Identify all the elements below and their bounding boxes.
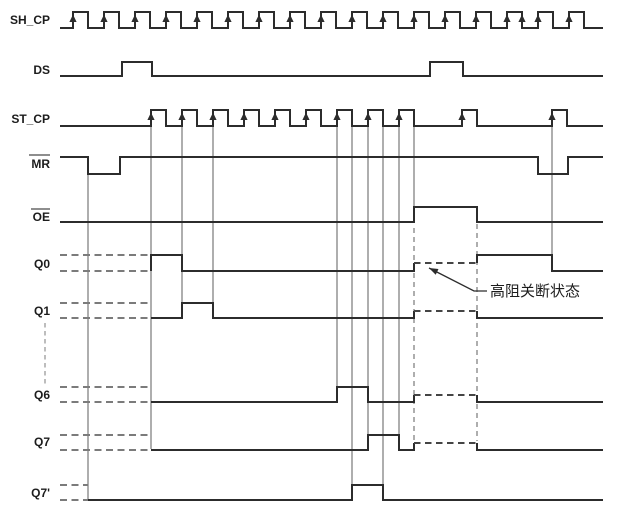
signal-row-mr: MR xyxy=(29,154,603,175)
waveform-q6-solid xyxy=(151,386,415,403)
signal-label-q7s: Q7' xyxy=(31,486,50,500)
signal-label-q6: Q6 xyxy=(34,388,50,402)
signal-row-q1: Q1 xyxy=(34,302,603,319)
rising-edge-arrow-icon xyxy=(441,14,449,22)
edge-connectors xyxy=(87,126,553,499)
signal-row-sh-cp: SH_CP xyxy=(10,11,603,29)
signal-row-oe: OE xyxy=(31,206,603,224)
signal-label-mr: MR xyxy=(31,157,50,171)
signal-row-q7: Q7 xyxy=(34,434,603,451)
rising-edge-arrow-icon xyxy=(131,14,139,22)
rising-edge-arrow-icon xyxy=(548,112,556,120)
signal-row-st-cp: ST_CP xyxy=(11,109,603,127)
signal-label-q7: Q7 xyxy=(34,435,50,449)
rising-edge-arrow-icon xyxy=(317,14,325,22)
rising-edge-arrow-icon xyxy=(534,14,542,22)
signal-row-ds: DS xyxy=(33,61,603,77)
waveform-q7s-solid xyxy=(88,484,603,501)
rising-edge-arrow-icon xyxy=(518,14,526,22)
signal-label-q1: Q1 xyxy=(34,304,50,318)
hiz-annotation: 高阻关断状态 xyxy=(428,267,580,300)
rising-edge-arrow-icon xyxy=(286,14,294,22)
rising-edge-arrow-icon xyxy=(379,14,387,22)
rising-edge-arrow-icon xyxy=(178,112,186,120)
hiz-annotation-label: 高阻关断状态 xyxy=(490,283,580,300)
waveform-q7-solid xyxy=(476,443,603,451)
rising-edge-arrow-icon xyxy=(364,112,372,120)
signal-row-q7s: Q7' xyxy=(31,484,603,501)
waveform-oe xyxy=(60,206,603,223)
signal-label-ds: DS xyxy=(33,63,50,77)
hiz-annotation-leader-line xyxy=(428,267,487,292)
signal-label-oe: OE xyxy=(33,210,50,224)
waveform-q7-solid xyxy=(151,434,415,451)
rising-edge-arrow-icon xyxy=(240,112,248,120)
signal-row-q6: Q6 xyxy=(34,386,603,403)
waveform-q1-solid xyxy=(476,311,603,319)
rising-edge-arrow-icon xyxy=(472,14,480,22)
rising-edge-arrow-icon xyxy=(69,14,77,22)
rising-edge-arrow-icon xyxy=(503,14,511,22)
rising-edge-arrow-icon xyxy=(147,112,155,120)
waveform-q1-solid xyxy=(151,302,415,319)
rising-edge-arrow-icon xyxy=(100,14,108,22)
signal-label-sh-cp: SH_CP xyxy=(10,13,50,27)
waveform-q0-solid xyxy=(150,254,415,272)
signal-label-st-cp: ST_CP xyxy=(11,112,50,126)
waveform-st-cp xyxy=(60,109,603,127)
waveform-ds xyxy=(60,61,603,77)
rising-edge-arrow-icon xyxy=(193,14,201,22)
rising-edge-arrow-icon xyxy=(271,112,279,120)
rising-edge-arrow-icon xyxy=(224,14,232,22)
rising-edge-arrow-icon xyxy=(162,14,170,22)
waveform-q6-solid xyxy=(476,395,603,403)
waveform-mr xyxy=(60,156,603,175)
hiz-annotation-arrowhead-icon xyxy=(429,268,439,275)
rising-edge-arrow-icon xyxy=(395,112,403,120)
rising-edge-arrow-icon xyxy=(565,14,573,22)
clock-edge-arrows-sh-cp xyxy=(69,14,573,22)
rising-edge-arrow-icon xyxy=(458,112,466,120)
rising-edge-arrow-icon xyxy=(209,112,217,120)
signal-label-q0: Q0 xyxy=(34,257,50,271)
rising-edge-arrow-icon xyxy=(410,14,418,22)
clock-edge-arrows-st-cp xyxy=(147,112,556,120)
rising-edge-arrow-icon xyxy=(333,112,341,120)
signal-row-q0: Q0 xyxy=(34,254,603,272)
rising-edge-arrow-icon xyxy=(348,14,356,22)
rising-edge-arrow-icon xyxy=(302,112,310,120)
waveform-q0-solid xyxy=(476,254,603,272)
rising-edge-arrow-icon xyxy=(255,14,263,22)
